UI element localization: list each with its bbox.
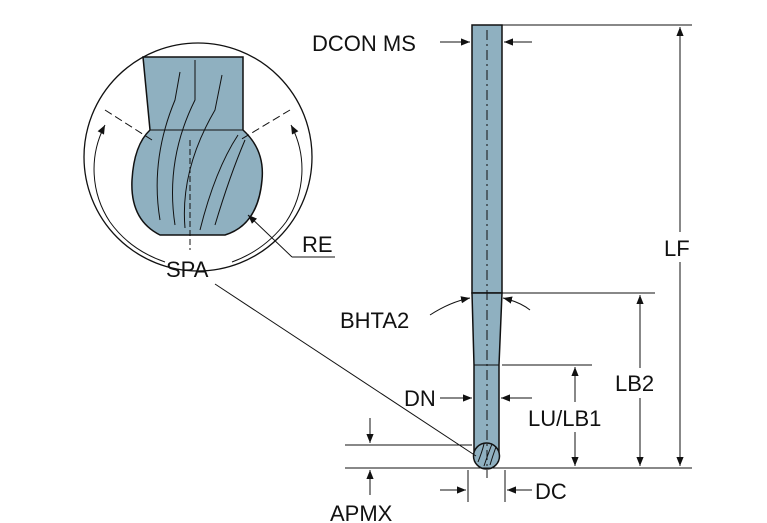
label-lb2: LB2 [615,371,654,396]
label-spa: SPA [166,257,209,282]
label-lf: LF [664,236,690,261]
dimension-lines [214,24,692,502]
label-bhta2: BHTA2 [340,308,409,333]
label-dc: DC [535,479,567,504]
label-dn: DN [404,386,436,411]
label-re: RE [302,232,333,257]
label-lu-lb1: LU/LB1 [528,406,601,431]
tool-details [474,30,499,478]
label-apmx: APMX [330,501,393,523]
label-dcon-ms: DCON MS [312,31,416,56]
detail-view [83,42,335,272]
